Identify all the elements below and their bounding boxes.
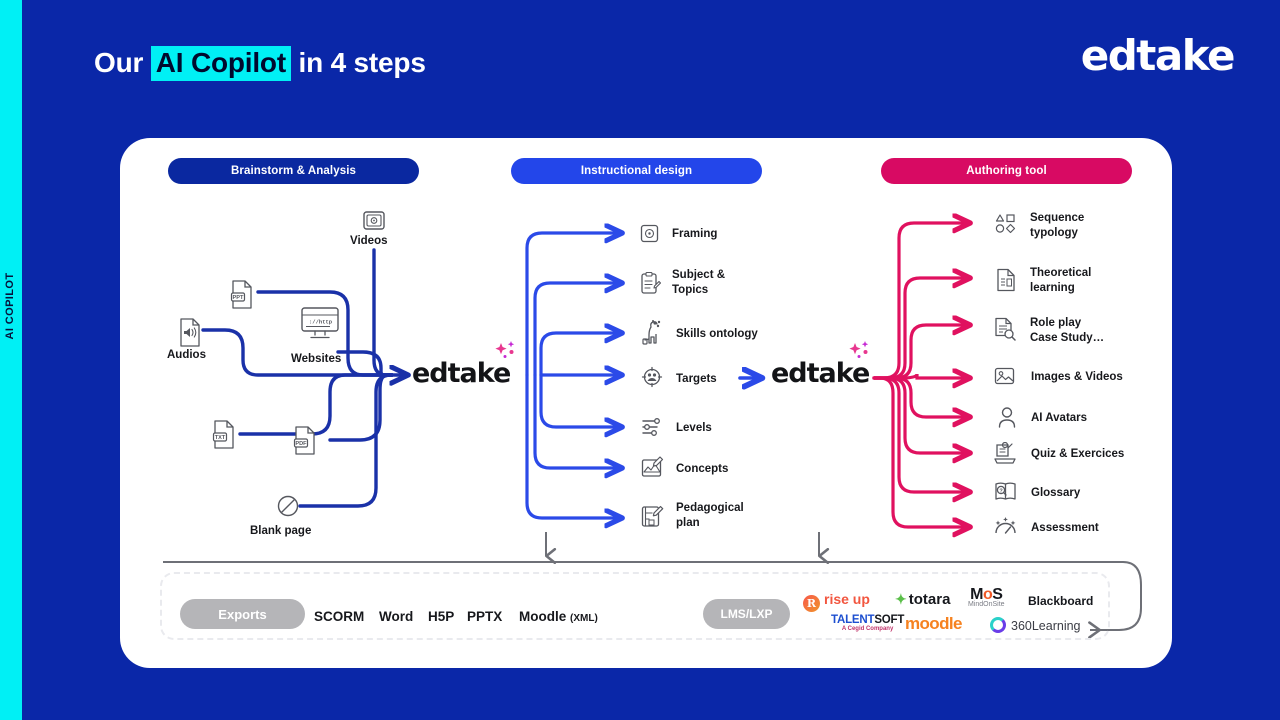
page-title-highlight: AI Copilot [150,46,291,81]
section-pill-instructional[interactable]: Instructional design [511,158,762,184]
authoring-label-sequence-typology: Sequence typology [1030,212,1085,239]
txt-file-icon: TXT [211,420,237,449]
svg-text:?: ? [999,488,1003,494]
giraffe-icon [640,320,662,346]
mos-name: MoS [970,586,1003,603]
format-scorm: SCORM [314,609,365,624]
page-title: Our AI Copilot in 4 steps [94,46,426,81]
authoring-label-images-videos: Images & Videos [1031,371,1123,383]
authoring-label-theoretical-learning: Theoretical learning [1030,267,1092,294]
ppt-file-icon: PPT [229,280,255,309]
authoring-label-glossary: Glossary [1031,487,1081,499]
totara-name: totara [908,591,951,608]
format-word: Word [379,609,414,624]
target-audience-icon [641,366,663,388]
framing-icon [640,224,659,243]
input-label-audios: Audios [167,349,206,361]
exports-pill[interactable]: Exports [180,599,305,629]
instructional-label-framing: Framing [672,228,718,240]
authoring-label-ai-avatars: AI Avatars [1031,412,1088,424]
instructional-label-pedagogical-plan: Pedagogical plan [676,502,744,529]
instructional-label-targets: Targets [676,373,717,385]
input-label-videos: Videos [350,235,388,247]
logo-talentsoft: TALENTSOFT A Cegid Company [831,614,904,632]
quiz-icon [994,442,1017,465]
mos-sub: MindOnSite [968,601,1005,608]
concepts-icon [641,456,664,479]
edtake-mark-2: edtake [771,358,870,389]
section-pill-authoring[interactable]: Authoring tool [881,158,1132,184]
blank-page-icon [276,494,300,518]
instructional-label-concepts: Concepts [676,463,729,475]
format-moodle-name: Moodle [519,609,567,624]
talentsoft-soft: SOFT [874,614,905,626]
sliders-icon [641,416,663,438]
outputs-dashed-container [160,572,1110,640]
edtake-brand-logo: edtake [1080,31,1236,80]
shapes-icon [995,213,1017,235]
svg-text:TXT: TXT [215,435,226,441]
magnifier-doc-icon [994,317,1016,341]
talentsoft-name: TALENTSOFT [831,614,905,626]
left-accent-rail: AI COPILOT [0,0,22,720]
instructional-label-levels: Levels [676,422,712,434]
sparkle-icon-1 [495,341,515,358]
plan-icon [641,504,664,528]
instructional-label-subject-topics: Subject & Topics [672,269,726,296]
rise-up-name: rise up [824,591,870,607]
input-label-blank-page: Blank page [250,525,312,537]
authoring-label-role-play: Role play Case Study… [1030,317,1105,344]
website-monitor-icon: ://http [300,307,340,340]
video-file-icon [363,211,385,230]
logo-360learning: 360Learning [990,617,1081,633]
format-pptx: PPTX [467,609,503,624]
logo-blackboard: Blackboard [1028,594,1094,608]
format-moodle: Moodle (XML) [519,609,598,624]
logo-totara: ✦totara [895,591,950,608]
lms-lxp-pill[interactable]: LMS/LXP [703,599,790,629]
person-icon [997,406,1017,429]
format-moodle-sub: (XML) [570,613,598,624]
rail-label: AI COPILOT [4,272,16,340]
logo-moodle: moodle [905,614,962,633]
page-title-post: in 4 steps [290,47,426,78]
image-icon [994,366,1017,387]
glossary-icon: ? [994,481,1017,503]
rise-up-badge: R [803,595,820,612]
svg-text:PDF: PDF [295,441,307,447]
document-icon [996,268,1016,292]
learning360-name: 360Learning [1011,619,1081,633]
authoring-label-assessment: Assessment [1031,522,1099,534]
authoring-label-quiz-exercices: Quiz & Exercices [1031,448,1125,460]
edtake-mark-1: edtake [412,358,511,389]
mos-o: o [982,586,993,603]
assessment-icon [994,516,1017,538]
logo-mindonsite: MoS MindOnSite [968,586,1005,608]
section-pill-brainstorm[interactable]: Brainstorm & Analysis [168,158,419,184]
svg-text:PPT: PPT [233,295,244,301]
svg-text:://http: ://http [309,319,333,326]
learning360-ring-icon [990,617,1006,633]
instructional-label-skills-ontology: Skills ontology [676,328,758,340]
input-label-websites: Websites [291,353,342,365]
clipboard-icon [640,272,661,295]
audio-file-icon [177,318,203,347]
page-title-pre: Our [94,47,151,78]
talentsoft-sub: A Cegid Company [841,626,894,632]
pdf-file-icon: PDF [292,426,318,455]
sparkle-icon-2 [849,341,869,358]
format-h5p: H5P [428,609,455,624]
totara-leaf-icon: ✦ [895,591,907,607]
